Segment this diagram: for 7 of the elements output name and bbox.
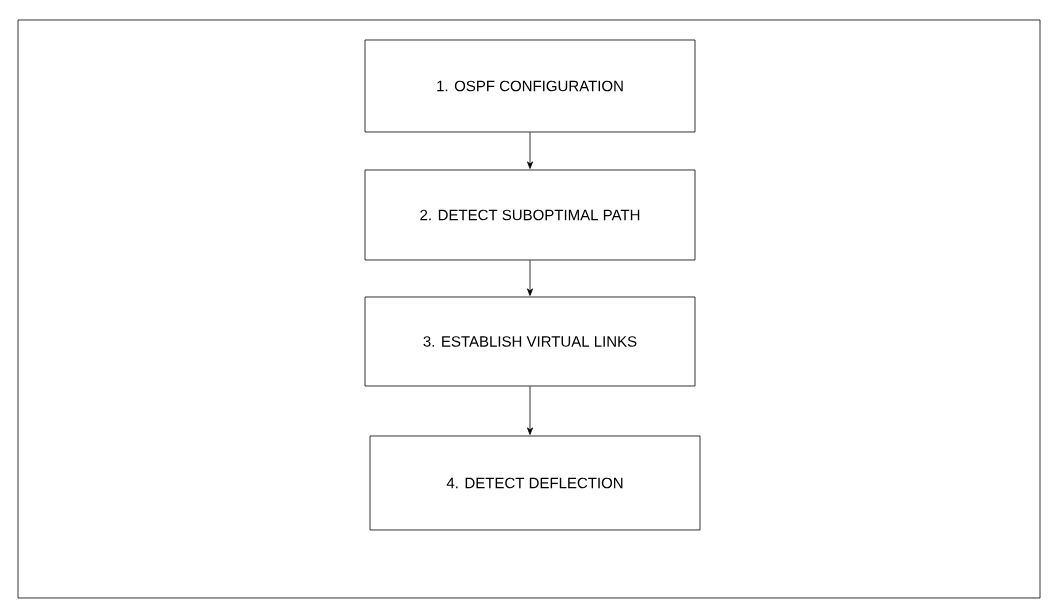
process-box: 1. OSPF CONFIGURATION bbox=[364, 39, 696, 133]
arrow bbox=[527, 132, 533, 169]
process-box: 3. ESTABLISH VIRTUAL LINKS bbox=[364, 296, 696, 387]
process-box: 2. DETECT SUBOPTIMAL PATH bbox=[364, 169, 696, 261]
process-box: 4. DETECT DEFLECTION bbox=[369, 435, 701, 531]
arrow bbox=[527, 386, 533, 435]
arrow bbox=[527, 260, 533, 296]
